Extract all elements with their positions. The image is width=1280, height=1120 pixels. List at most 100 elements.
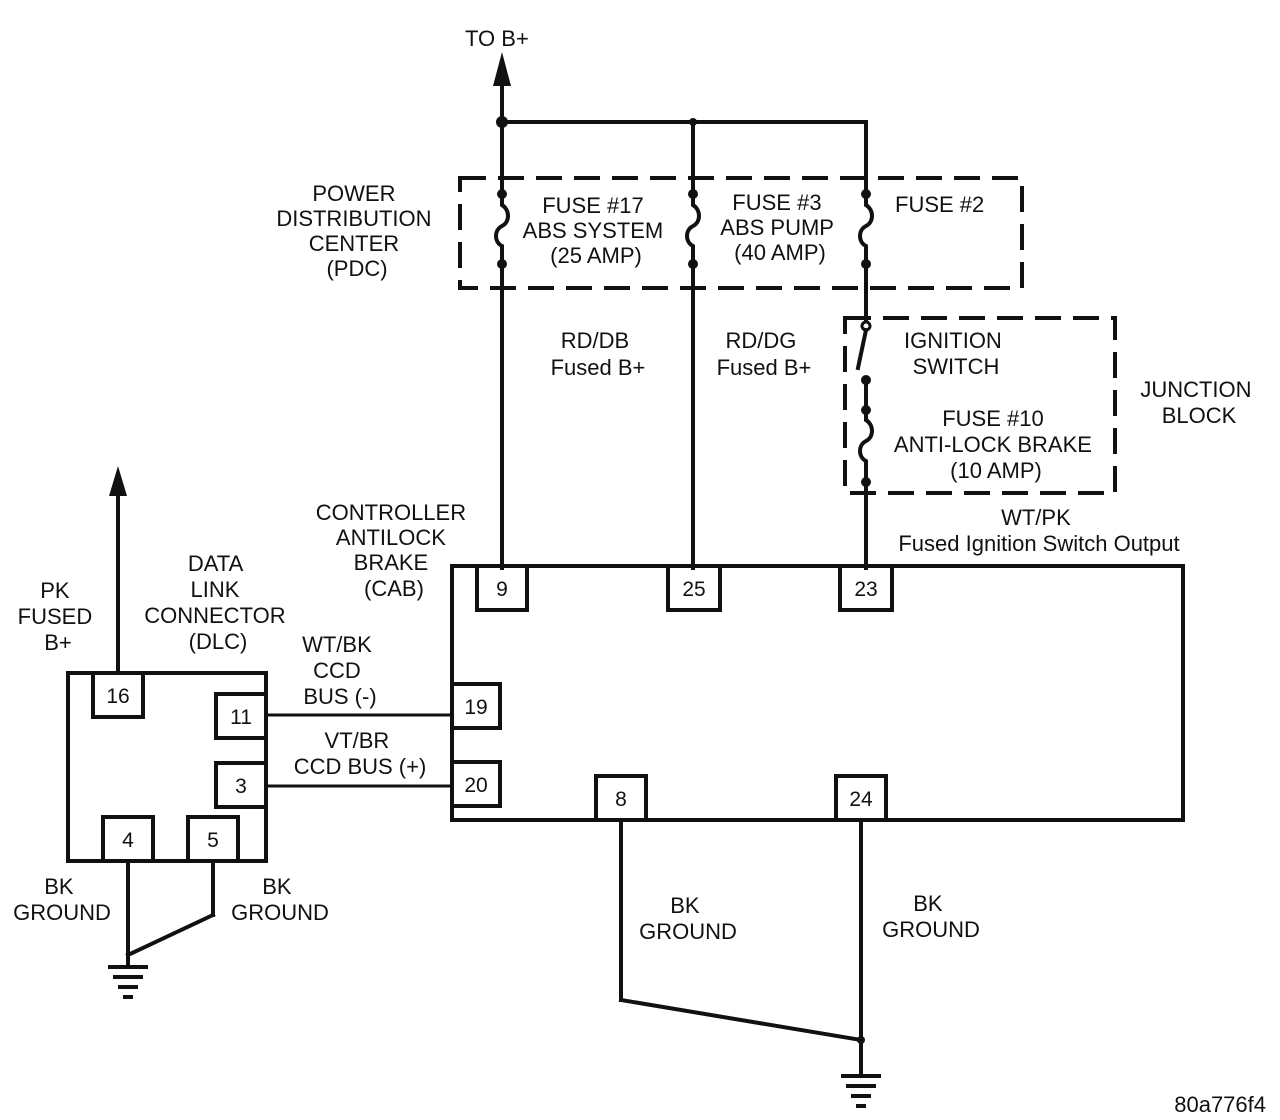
cab-pin-23-label: 23 [854, 578, 877, 601]
cab-pin-20-label: 20 [464, 774, 487, 797]
pdc-label-line1: POWER [312, 181, 395, 206]
fuse10-label-3: (10 AMP) [950, 458, 1042, 483]
pk-fused-1: PK [40, 578, 70, 603]
fuse17-label-2: ABS SYSTEM [523, 218, 664, 243]
fuse17-label-1: FUSE #17 [542, 193, 644, 218]
wt-bk-1: WT/BK [302, 632, 372, 657]
figure-id: 80a776f4 [1174, 1092, 1266, 1117]
wt-bk-2: CCD [313, 658, 361, 683]
svg-text:WT/PK Fused Ignition Switc: WT/PK Fused Ignition Switch Output [898, 505, 1179, 556]
ignition-switch-label-2: SWITCH [913, 354, 1000, 379]
power-distribution-center: POWER DISTRIBUTION CENTER (PDC) [276, 176, 1024, 290]
dlc-label-4: (DLC) [189, 629, 248, 654]
svg-text:BK GROUND: BK GROUND [882, 891, 980, 942]
svg-text:BK GROUND: BK GROUND [231, 874, 329, 925]
b-plus-arrow-icon [493, 52, 511, 86]
pdc-label-line3: CENTER [309, 231, 399, 256]
bk-ground-1-2: GROUND [13, 900, 111, 925]
svg-text:FUSE #17 ABS SYSTEM: FUSE #17 ABS SYSTEM (25 AMP) [523, 193, 670, 268]
data-link-connector: DATA LINK CONNECTOR (DLC) 16 11 3 4 5 PK… [18, 466, 292, 863]
fuse-17: FUSE #17 ABS SYSTEM (25 AMP) [494, 120, 670, 570]
svg-text:FUSE #3 ABS PUMP (: FUSE #3 ABS PUMP (40 AMP) [720, 190, 839, 265]
fuse17-label-3: (25 AMP) [550, 243, 642, 268]
svg-text:CONTROLLER ANTILOCK: CONTROLLER ANTILOCK BRAKE (CAB) [316, 500, 472, 601]
dlc-pin-11-label: 11 [230, 706, 252, 729]
cab-label-3: BRAKE [354, 550, 429, 575]
vt-br-1: VT/BR [325, 728, 390, 753]
cab-pin-19 [450, 682, 502, 730]
ground-icon [108, 965, 148, 999]
wire-wt-pk-2: Fused Ignition Switch Output [898, 531, 1179, 556]
ignition-switch-icon [855, 327, 869, 371]
dlc-label-2: LINK [190, 577, 239, 602]
fuse10-icon [858, 408, 874, 484]
fuse10-label-2: ANTI-LOCK BRAKE [894, 432, 1092, 457]
cab-pin-8-label: 8 [615, 788, 627, 811]
dlc-pin-16-label: 16 [106, 685, 129, 708]
cab-pin-24-label: 24 [849, 788, 873, 811]
svg-text:DATA LINK CONNECTO: DATA LINK CONNECTOR (DLC) [144, 551, 292, 654]
ignition-switch-label-1: IGNITION [904, 328, 1002, 353]
bk-ground-4-2: GROUND [882, 917, 980, 942]
fuse10-label-1: FUSE #10 [942, 406, 1044, 431]
cab-pin-25-label: 25 [682, 578, 705, 601]
cab-pin-25 [666, 564, 722, 612]
svg-text:BK GROUND: BK GROUND [13, 874, 111, 925]
wire-rd-db-1: RD/DB [561, 328, 629, 353]
pk-fused-3: B+ [44, 630, 72, 655]
junction-block: IGNITION SWITCH FUSE #10 ANTI-LOCK BRAKE… [843, 316, 1257, 570]
pdc-label-line4: (PDC) [326, 256, 387, 281]
fuse3-label-3: (40 AMP) [734, 240, 826, 265]
fused-b-plus-arrow-icon [109, 466, 127, 496]
cab-pin-23 [838, 564, 894, 612]
fuse-2: FUSE #2 [858, 120, 984, 322]
wt-bk-3: BUS (-) [303, 684, 376, 709]
svg-text:IGNITION SWITCH: IGNITION SWITCH [904, 328, 1008, 379]
cab-label-4: (CAB) [364, 576, 424, 601]
junction-block-label-1: JUNCTION [1140, 377, 1251, 402]
fuse-3: FUSE #3 ABS PUMP (40 AMP) [685, 120, 839, 570]
to-b-plus-label: TO B+ [465, 26, 529, 51]
pk-fused-2: FUSED [18, 604, 93, 629]
dlc-pin-3 [214, 761, 268, 809]
cab-ground-circuit: BK GROUND BK GROUND [618, 818, 980, 1108]
ccd-bus: WT/BK CCD BUS (-) VT/BR CCD BUS (+) [266, 632, 452, 788]
fuse3-label-2: ABS PUMP [720, 215, 833, 240]
dlc-pin-3-label: 3 [235, 775, 247, 798]
vt-br-2: CCD BUS (+) [294, 754, 427, 779]
cab-pin-9 [475, 564, 529, 612]
wire-rd-dg-2: Fused B+ [717, 355, 812, 380]
bk-ground-3-2: GROUND [639, 919, 737, 944]
dlc-ground-circuit: BK GROUND BK GROUND [13, 859, 329, 999]
svg-text:BK GROUND: BK GROUND [639, 893, 737, 944]
dlc-label-1: DATA [188, 551, 244, 576]
pdc-label-line2: DISTRIBUTION [276, 206, 431, 231]
svg-text:PK FUSED B+: PK FUSED B+ [18, 578, 99, 655]
svg-text:WT/BK CCD BUS (-): WT/BK CCD BUS (-) [302, 632, 378, 709]
wire-wt-pk-1: WT/PK [1001, 505, 1071, 530]
svg-text:POWER DISTRIBUTION: POWER DISTRIBUTION CENTER (PDC) [276, 181, 437, 281]
cab-pin-20 [450, 760, 502, 808]
wire-rd-db-2: Fused B+ [551, 355, 646, 380]
dlc-pin-4-label: 4 [122, 829, 134, 852]
svg-text:JUNCTION BLOCK: JUNCTION BLOCK [1140, 377, 1257, 428]
cab-pin-9-label: 9 [496, 578, 508, 601]
bk-ground-3-1: BK [670, 893, 700, 918]
bk-ground-4-1: BK [913, 891, 943, 916]
bk-ground-2-1: BK [262, 874, 292, 899]
ground-icon [841, 1074, 881, 1108]
svg-text:RD/DG Fused B+: RD/DG Fused B+ [717, 328, 812, 380]
b-plus-feed: TO B+ [465, 26, 868, 128]
dlc-label-3: CONNECTOR [144, 603, 285, 628]
controller-antilock-brake: CONTROLLER ANTILOCK BRAKE (CAB) 9 25 23 … [316, 500, 1185, 822]
fuse3-label-1: FUSE #3 [732, 190, 821, 215]
bk-ground-1-1: BK [44, 874, 74, 899]
svg-text:FUSE #10 ANTI-LOCK BRAKE: FUSE #10 ANTI-LOCK BRAKE (10 AMP) [894, 406, 1098, 483]
wire-rd-dg-1: RD/DG [725, 328, 796, 353]
cab-label-2: ANTILOCK [336, 525, 446, 550]
cab-label-1: CONTROLLER [316, 500, 466, 525]
fuse2-label: FUSE #2 [895, 192, 984, 217]
dlc-pin-5-label: 5 [207, 829, 219, 852]
dlc-pin-11 [214, 692, 268, 740]
